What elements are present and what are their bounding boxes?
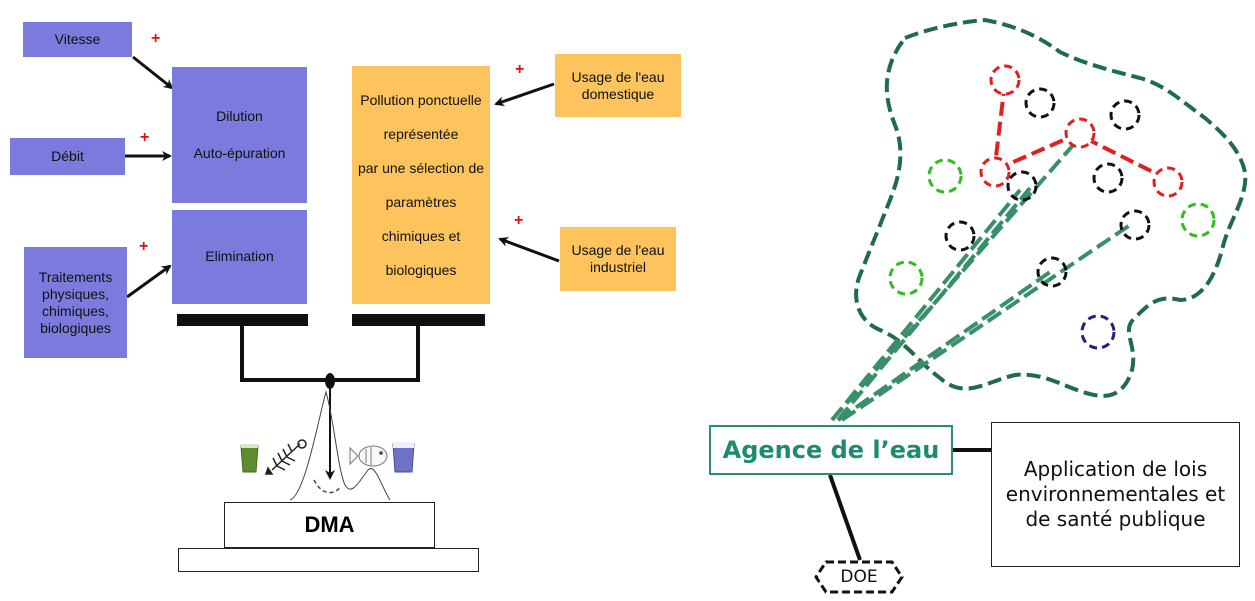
black-node-2 (1109, 99, 1141, 131)
pollution-line-2: représentée (383, 126, 459, 142)
right-bar (352, 314, 485, 326)
application-lois-box: Application de lois environnementales et… (991, 422, 1240, 567)
black-node-3 (1006, 170, 1038, 202)
dma-box: DMA (224, 502, 435, 548)
black-node-6 (944, 220, 976, 252)
green-node-1 (927, 158, 963, 194)
black-node-7 (1036, 256, 1068, 288)
black-node-5 (1119, 209, 1151, 241)
peak-curve (289, 390, 391, 501)
black-node-1 (1024, 87, 1056, 119)
blue-glass-icon (392, 442, 415, 473)
usage-industriel-box: Usage de l'eau industriel (560, 227, 676, 291)
pollution-line-4: paramètres (385, 194, 457, 210)
pollution-box: Pollution ponctuelle représentée par une… (352, 66, 490, 304)
black-node-4 (1092, 162, 1124, 194)
auto-epuration-label: Auto-épuration (193, 145, 286, 161)
debit-box: Débit (10, 138, 125, 175)
arrow-usage-industriel (498, 237, 560, 263)
fish-icon (349, 445, 388, 467)
pollution-line-3: par une sélection de (357, 160, 485, 176)
green-node-2 (1180, 202, 1216, 238)
usage-domestique-box: Usage de l'eau domestique (555, 54, 681, 117)
left-bar (177, 314, 308, 326)
green-glass-icon (240, 444, 259, 473)
watershed-boundary (854, 17, 1248, 398)
pollution-line-5: chimiques et (381, 228, 461, 244)
plus-sign-debit: + (140, 129, 150, 146)
arrow-vitesse (132, 55, 174, 90)
pollution-line-6: biologiques (385, 262, 457, 278)
red-node-1 (989, 64, 1021, 96)
plus-sign-vitesse: + (151, 30, 161, 47)
dilution-box: Dilution Auto-épuration (172, 67, 307, 203)
peak-dashed (313, 479, 341, 494)
blue-node-1 (1080, 314, 1116, 350)
traitements-box: Traitements physiques, chimiques, biolog… (24, 247, 127, 358)
plus-sign-traitements: + (139, 238, 149, 255)
red-link-3 (1084, 136, 1166, 180)
elimination-box: Elimination (172, 210, 307, 304)
junction-dot (325, 373, 335, 389)
dilution-label: Dilution (216, 108, 263, 124)
doe-label: DOE (840, 567, 878, 587)
plus-sign-industriel: + (514, 212, 524, 229)
red-node-3 (1064, 117, 1096, 149)
vitesse-box: Vitesse (23, 22, 132, 57)
dma-base (178, 548, 479, 572)
plus-sign-domestique: + (515, 61, 525, 78)
arrow-traitements (126, 264, 172, 299)
red-link-1 (993, 81, 1007, 166)
red-node-4 (1152, 166, 1184, 198)
fish-skeleton-icon (264, 439, 307, 475)
doe-hexagon (814, 560, 904, 594)
pollution-line-1: Pollution ponctuelle (360, 92, 482, 108)
agence-de-l-eau-box: Agence de l’eau (709, 425, 953, 475)
link-5 (840, 223, 1132, 422)
green-node-3 (888, 260, 924, 296)
red-node-2 (979, 156, 1011, 188)
link-2 (830, 188, 1022, 422)
arrow-usage-domestique (494, 82, 555, 107)
red-link-2 (994, 133, 1076, 172)
link-3 (836, 186, 1032, 422)
agence-to-doe (828, 474, 862, 561)
